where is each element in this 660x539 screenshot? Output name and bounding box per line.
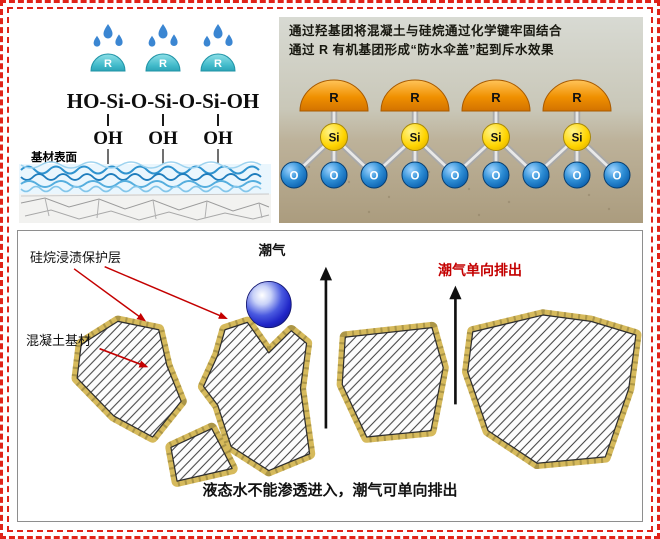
cross-section-graphic: [18, 266, 642, 521]
r-group-label: R: [214, 58, 222, 70]
cross-section-panel: 硅烷浸渍保护层 混凝土基材 潮气 潮气单向排出 液态水不能渗透进入，潮气可单向排…: [17, 230, 643, 522]
rain-drops-icon: [93, 24, 233, 47]
molecule-photo-panel: R R R R Si Si Si Si: [279, 17, 643, 223]
sand-photo-background: [279, 17, 643, 223]
coating-label: 硅烷浸渍保护层: [30, 250, 122, 265]
o-atom-label: O: [613, 171, 622, 183]
dome-r-label: R: [410, 90, 420, 105]
coating-leader-lines: [73, 266, 228, 322]
oh-group-label: OH: [148, 128, 178, 149]
si-atom-label: Si: [410, 133, 421, 145]
r-group-label: R: [159, 58, 167, 70]
o-atom-label: O: [492, 171, 501, 183]
dome-r-label: R: [491, 90, 501, 105]
o-atom-label: O: [330, 171, 339, 183]
dome-r-label: R: [572, 90, 582, 105]
substrate-leader-arrow: [99, 347, 149, 368]
molecule-caption-line1: 通过羟基团将混凝土与硅烷通过化学键牢固结合: [289, 24, 563, 38]
o-atom-icon: [280, 161, 631, 189]
substrate-stone-texture: [19, 193, 271, 223]
o-atom-label: O: [290, 171, 299, 183]
o-atom-label: O: [411, 171, 420, 183]
concrete-blocks: [76, 314, 637, 482]
si-oh-bonds: [107, 114, 219, 126]
top-row: R R R HO-Si-O-Si-O-Si-OH OH OH OH 基材表面: [17, 17, 643, 223]
si-atom-label: Si: [329, 133, 340, 145]
silane-formula: HO-Si-O-Si-O-Si-OH: [67, 89, 260, 113]
one-way-exit-label: 潮气单向排出: [438, 262, 522, 278]
o-atom-label: O: [532, 171, 541, 183]
molecule-caption-line2: 通过 R 有机基团形成“防水伞盖”起到斥水效果: [289, 43, 554, 57]
si-atom-label: Si: [491, 133, 502, 145]
silane-chemistry-panel: R R R HO-Si-O-Si-O-Si-OH OH OH OH 基材表面: [17, 17, 273, 223]
poster-inner: R R R HO-Si-O-Si-O-Si-OH OH OH OH 基材表面: [7, 7, 653, 532]
moisture-label: 潮气: [258, 243, 286, 258]
si-atom-label: Si: [572, 133, 583, 145]
oh-group-label: OH: [203, 128, 233, 149]
bottom-caption: 液态水不能渗透进入，潮气可单向排出: [202, 482, 458, 499]
si-atom-icon: [320, 123, 591, 151]
substrate-label: 混凝土基材: [26, 333, 92, 348]
o-atom-label: O: [573, 171, 582, 183]
umbrella-dome-icon: [299, 79, 612, 112]
r-group-label: R: [104, 58, 112, 70]
oh-group-label: OH: [93, 128, 123, 149]
o-atom-label: O: [451, 171, 460, 183]
molecule-caption: 通过羟基团将混凝土与硅烷通过化学键牢固结合 通过 R 有机基团形成“防水伞盖”起…: [289, 22, 637, 60]
silane-chemistry-graphic: R R R HO-Si-O-Si-O-Si-OH OH OH OH 基材表面: [19, 24, 271, 223]
umbrella-r-group-icon: [90, 53, 236, 72]
dome-r-label: R: [329, 90, 339, 105]
molecule-model-graphic: R R R R Si Si Si Si: [279, 17, 643, 223]
o-atom-label: O: [370, 171, 379, 183]
substrate-surface-label: 基材表面: [30, 150, 77, 164]
substrate-surface-texture: [19, 161, 271, 194]
concrete-block-4: [467, 314, 637, 464]
water-droplet-sphere: [245, 281, 292, 329]
